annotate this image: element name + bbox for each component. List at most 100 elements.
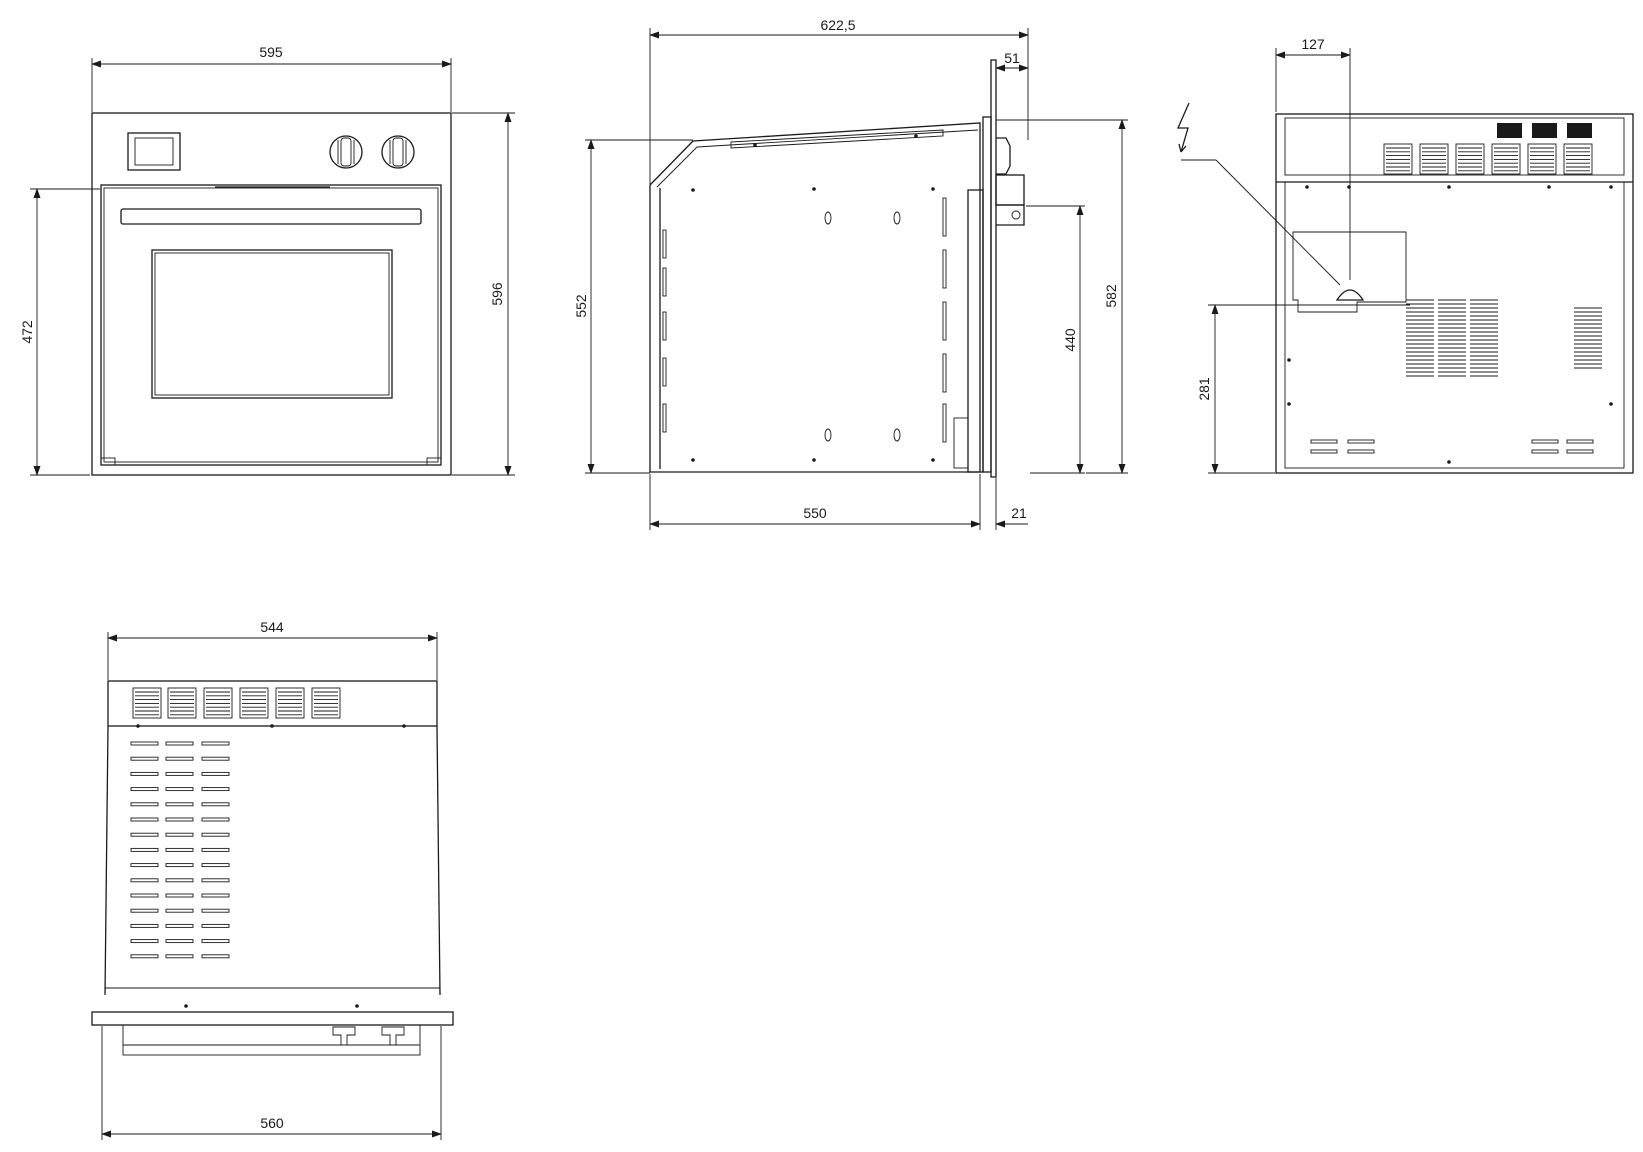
- top-strip-vent: [311, 687, 341, 719]
- top-body-slot: [165, 923, 194, 928]
- bracket-screw: [1011, 210, 1021, 220]
- top-body-slot: [201, 787, 230, 792]
- top-body-slot: [165, 771, 194, 776]
- side-body-outline: [649, 122, 981, 473]
- top-rail: [730, 129, 944, 149]
- top-body-slot: [130, 832, 159, 837]
- top-strip-vent-slats: [314, 691, 338, 716]
- top-knob-right: [381, 1026, 405, 1046]
- control-knob-left: [329, 135, 363, 169]
- dim-body-depth: 550: [803, 505, 827, 521]
- top-body-slot: [165, 954, 194, 959]
- top-body-right-edge: [436, 725, 441, 996]
- back-top-panel: [1284, 117, 1625, 176]
- top-body-slot: [201, 771, 230, 776]
- top-strip-vent-slats: [278, 691, 302, 716]
- top-strip-vent-slats: [135, 691, 159, 716]
- top-body-slot: [165, 741, 194, 746]
- front-fascia: [990, 59, 997, 478]
- dim-front-height: 596: [489, 282, 505, 306]
- top-body-slot: [201, 908, 230, 913]
- dim-door-height: 472: [19, 320, 35, 344]
- top-body-slot: [130, 756, 159, 761]
- back-top-vent-slats: [1422, 147, 1446, 172]
- top-body-slot: [130, 939, 159, 944]
- top-body-slot: [165, 832, 194, 837]
- door-glass: [151, 249, 393, 399]
- top-body-slot: [130, 954, 159, 959]
- door-glass-inner: [154, 252, 390, 396]
- back-view: 127 281: [1177, 36, 1634, 474]
- mounting-bracket: [995, 174, 1025, 206]
- top-body-slot: [130, 863, 159, 868]
- top-body-slot: [201, 878, 230, 883]
- display-window: [127, 132, 181, 171]
- back-screws: [1287, 185, 1613, 464]
- dim-cable-height: 281: [1196, 377, 1212, 401]
- side-back-slots: [662, 229, 667, 433]
- back-lower-vent-column: [1470, 299, 1498, 377]
- top-body-slot: [130, 878, 159, 883]
- top-body-slot: [201, 954, 230, 959]
- back-label-2: [1532, 123, 1557, 138]
- power-leader-line: [1215, 159, 1341, 286]
- back-top-vent: [1563, 143, 1593, 175]
- dim-front-height-side: 582: [1103, 284, 1119, 308]
- back-lower-vent-column: [1438, 299, 1466, 377]
- top-strip-vent: [203, 687, 233, 719]
- side-view: 622,5 51 552 440 582 550 21: [573, 17, 1128, 530]
- top-body-slot: [130, 802, 159, 807]
- top-body-left-edge: [104, 725, 109, 996]
- dim-total-depth: 622,5: [820, 17, 855, 33]
- top-strip-vent: [239, 687, 269, 719]
- dim-front-thickness: 21: [1011, 505, 1027, 521]
- dim-frame-width: 560: [260, 1115, 284, 1131]
- top-view: 544 560: [91, 619, 454, 1140]
- top-body-slot: [201, 832, 230, 837]
- top-body-slot: [130, 847, 159, 852]
- front-panel-section: [982, 116, 992, 473]
- top-body-slot: [201, 756, 230, 761]
- back-top-vent-slats: [1566, 147, 1590, 172]
- top-handle-recess: [122, 1024, 421, 1056]
- back-top-vent: [1419, 143, 1449, 175]
- hinge-bracket: [953, 417, 969, 469]
- top-body-slot: [130, 923, 159, 928]
- top-body-slot: [130, 893, 159, 898]
- top-screws: [136, 724, 406, 1008]
- top-strip-vents: [132, 687, 341, 719]
- top-body-slot: [165, 878, 194, 883]
- top-body-slot: [130, 908, 159, 913]
- oven-door: [100, 184, 442, 466]
- top-strip-vent: [167, 687, 197, 719]
- cable-entry: [1335, 289, 1365, 301]
- dim-body-width: 544: [260, 619, 284, 635]
- back-top-vent-slats: [1386, 147, 1410, 172]
- oven-door-inner: [103, 187, 439, 463]
- top-body-slot: [165, 863, 194, 868]
- top-body-slot: [130, 741, 159, 746]
- top-body-slot: [201, 847, 230, 852]
- back-label-3: [1567, 123, 1592, 138]
- control-knob-right: [381, 135, 415, 169]
- top-body-slot: [201, 863, 230, 868]
- dim-body-height: 552: [573, 294, 589, 318]
- top-body-slot: [201, 802, 230, 807]
- top-body-slot: [165, 908, 194, 913]
- back-top-vent: [1527, 143, 1557, 175]
- top-body-slot: [201, 939, 230, 944]
- back-top-vent-slats: [1494, 147, 1518, 172]
- top-body-slot: [201, 893, 230, 898]
- back-side-vent-column: [1574, 307, 1602, 369]
- back-top-vent: [1383, 143, 1413, 175]
- back-top-vent: [1491, 143, 1521, 175]
- back-lower-vents: [1406, 299, 1602, 377]
- back-inner-panel: [1284, 181, 1625, 469]
- top-strip-vent: [275, 687, 305, 719]
- display-screen: [134, 137, 174, 166]
- top-body-slot: [165, 787, 194, 792]
- top-body-slot: [201, 923, 230, 928]
- top-strip-vent-slats: [242, 691, 266, 716]
- front-view: 595 596 472: [19, 44, 515, 476]
